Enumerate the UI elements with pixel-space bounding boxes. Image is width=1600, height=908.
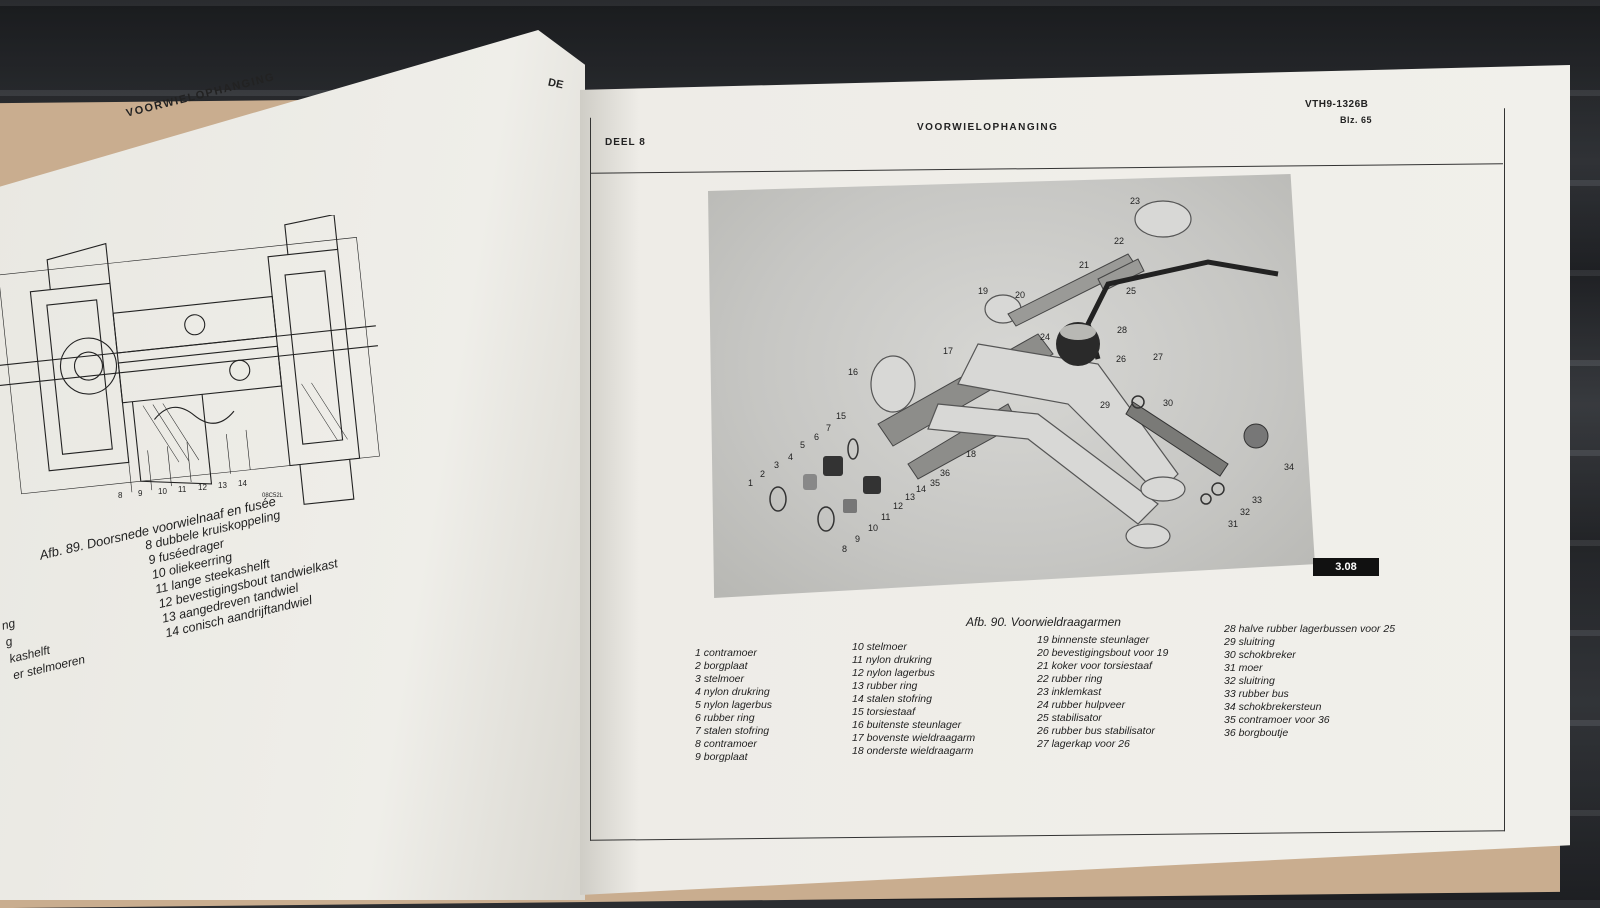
legend-item: 2 borgplaat xyxy=(695,660,748,672)
legend-item: 6 rubber ring xyxy=(695,712,755,724)
legend-item: 34 schokbrekersteun xyxy=(1224,701,1322,713)
part-number-label: 34 xyxy=(1284,462,1295,472)
part-number-label: 18 xyxy=(966,449,977,459)
part-number-label: 5 xyxy=(800,440,806,450)
legend-column-3: 19 binnenste steunlager 20 bevestigingsb… xyxy=(1037,634,1168,751)
legend-column-4: 28 halve rubber lagerbussen voor 25 29 s… xyxy=(1224,623,1395,740)
part-number-label: 29 xyxy=(1100,400,1111,410)
legend-item: 27 lagerkap voor 26 xyxy=(1037,738,1130,750)
legend-item: 29 sluitring xyxy=(1224,636,1275,648)
page-title: VOORWIELOPHANGING xyxy=(917,122,1059,133)
legend-item: 7 stalen stofring xyxy=(695,725,770,737)
drawing-number: 9 xyxy=(138,489,143,498)
part-number-label: 15 xyxy=(836,411,847,421)
legend-item: 18 onderste wieldraagarm xyxy=(852,745,974,757)
legend-item: 9 borgplaat xyxy=(695,751,748,763)
legend-item: 3 stelmoer xyxy=(695,673,745,685)
legend-item: 19 binnenste steunlager xyxy=(1037,634,1150,646)
legend-item: 13 rubber ring xyxy=(852,680,918,692)
part-number-label: 33 xyxy=(1252,495,1263,505)
legend-item: 10 stelmoer xyxy=(852,641,907,653)
legend-item: 20 bevestigingsbout voor 19 xyxy=(1037,647,1169,659)
legend-column-2: 10 stelmoer 11 nylon drukring 12 nylon l… xyxy=(852,641,975,758)
legend-item: 17 bovenste wieldraagarm xyxy=(852,732,976,744)
part-number-label: 31 xyxy=(1228,519,1239,529)
legend-item: 21 koker voor torsiestaaf xyxy=(1037,660,1152,672)
legend-item: 12 nylon lagerbus xyxy=(852,667,935,679)
legend-column-1: 1 contramoer 2 borgplaat 3 stelmoer 4 ny… xyxy=(695,647,772,764)
legend-item: 35 contramoer voor 36 xyxy=(1224,714,1330,726)
part-number-label: 10 xyxy=(868,523,879,533)
part-number-label: 32 xyxy=(1240,507,1251,517)
legend-item: 25 stabilisator xyxy=(1037,712,1102,724)
drawing-number: 8 xyxy=(118,491,123,500)
drawing-number: 13 xyxy=(218,481,227,490)
part-number-label: 21 xyxy=(1079,260,1090,270)
legend-item: 1 contramoer xyxy=(695,647,757,659)
cross-section-drawing: 8 9 10 11 12 13 14 08C52L xyxy=(0,215,380,505)
legend-item: 36 borgboutje xyxy=(1224,727,1289,739)
part-number-label: 16 xyxy=(848,367,859,377)
legend-item: 4 nylon drukring xyxy=(695,686,770,698)
part-number-label: 8 xyxy=(842,544,848,554)
part-number-label: 23 xyxy=(1130,196,1141,206)
part-number-label: 17 xyxy=(943,346,954,356)
left-page-content: VOORWIELOPHANGING DE xyxy=(0,0,585,870)
drawing-number: 10 xyxy=(158,487,167,496)
figure-90-caption: Afb. 90. Voorwieldraagarmen xyxy=(966,615,1121,629)
part-number-label: 14 xyxy=(916,484,927,494)
legend-fragments: ng g kashelft er stelmoeren xyxy=(0,601,87,684)
legend-item: 14 stalen stofring xyxy=(852,693,932,705)
exploded-view-photo xyxy=(708,174,1315,598)
document-code: VTH9-1326B xyxy=(1305,99,1369,110)
part-number-label: 26 xyxy=(1116,354,1127,364)
part-number-label: 22 xyxy=(1114,236,1125,246)
legend-item: 23 inklemkast xyxy=(1037,686,1102,698)
drawing-number: 12 xyxy=(198,483,207,492)
part-number-label: 36 xyxy=(940,468,951,478)
part-number-label: 6 xyxy=(814,432,820,442)
legend-item: 24 rubber hulpveer xyxy=(1037,699,1126,711)
part-number-label: 27 xyxy=(1153,352,1164,362)
part-number-label: 35 xyxy=(930,478,941,488)
left-page-header-fragment: DE xyxy=(546,76,565,92)
part-number-label: 4 xyxy=(788,452,794,462)
page-number: Blz. 65 xyxy=(1340,115,1373,125)
legend-item: 31 moer xyxy=(1224,662,1263,674)
drawing-number: 11 xyxy=(178,485,187,494)
legend-item: 28 halve rubber lagerbussen voor 25 xyxy=(1224,623,1396,635)
legend-item: 5 nylon lagerbus xyxy=(695,699,773,711)
legend-item: 33 rubber bus xyxy=(1224,688,1289,700)
part-number-label: 30 xyxy=(1163,398,1174,408)
legend-item: 32 sluitring xyxy=(1224,675,1275,687)
legend-item: 8 contramoer xyxy=(695,738,757,750)
drawing-code: 08C52L xyxy=(262,493,284,499)
drawing-number: 14 xyxy=(238,479,247,488)
part-number-label: 7 xyxy=(826,423,832,433)
part-number-label: 13 xyxy=(905,492,916,502)
part-number-label: 24 xyxy=(1040,332,1051,342)
part-number-label: 2 xyxy=(760,469,766,479)
legend-item: 11 nylon drukring xyxy=(852,654,932,666)
part-number-label: 11 xyxy=(881,512,891,522)
figure-badge: 3.08 xyxy=(1313,558,1379,576)
part-number-label: 20 xyxy=(1015,290,1026,300)
part-number-label: 3 xyxy=(774,460,780,470)
part-number-label: 1 xyxy=(748,478,754,488)
section-label: DEEL 8 xyxy=(605,137,646,148)
part-number-label: 12 xyxy=(893,501,904,511)
legend-item: 26 rubber bus stabilisator xyxy=(1037,725,1155,737)
legend-item: 15 torsiestaaf xyxy=(852,706,916,718)
left-page-header: VOORWIELOPHANGING xyxy=(125,70,277,120)
part-number-label: 28 xyxy=(1117,325,1128,335)
part-number-label: 9 xyxy=(855,534,861,544)
part-number-label: 25 xyxy=(1126,286,1137,296)
legend-item: 30 schokbreker xyxy=(1224,649,1296,661)
legend-item: 16 buitenste steunlager xyxy=(852,719,962,731)
legend-item: 22 rubber ring xyxy=(1037,673,1103,685)
part-number-label: 19 xyxy=(978,286,989,296)
